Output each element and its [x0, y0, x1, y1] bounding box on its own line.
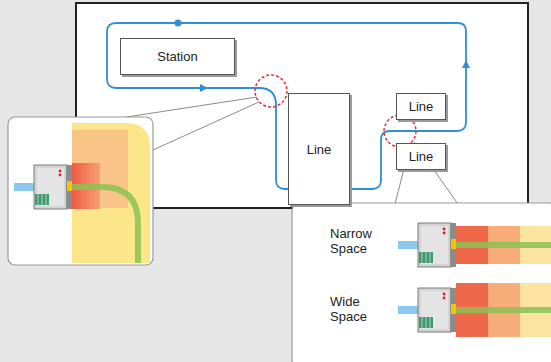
detect-zone-outer — [72, 123, 150, 263]
process-box: Line — [288, 93, 350, 205]
route-line — [107, 23, 466, 189]
arrow-head — [200, 84, 208, 92]
route-tape — [398, 241, 418, 249]
start-dot — [175, 20, 182, 27]
sensor-unit — [418, 223, 456, 267]
box-label: Line — [307, 142, 332, 157]
callout-panel — [292, 203, 551, 362]
callout-panel — [8, 117, 153, 265]
detect-zone-middle — [72, 130, 128, 208]
process-box: Station — [120, 38, 235, 75]
arrow-head — [462, 60, 470, 68]
leader-line — [120, 97, 257, 118]
leader-line — [153, 102, 259, 150]
route-tape — [456, 242, 551, 248]
route-tape — [14, 183, 36, 191]
sensor-unit — [418, 288, 456, 332]
sensor-unit — [34, 165, 72, 209]
process-box: Line — [396, 93, 446, 120]
space-label: Narrow Space — [330, 226, 382, 256]
route-tape — [456, 307, 551, 313]
focus-circle — [255, 75, 287, 107]
process-box: Line — [396, 143, 446, 170]
box-label: Line — [409, 99, 434, 114]
box-label: Station — [157, 49, 197, 64]
route-tape — [72, 187, 138, 263]
box-label: Line — [409, 149, 434, 164]
route-tape — [398, 306, 418, 314]
space-label: Wide Space — [330, 294, 382, 324]
